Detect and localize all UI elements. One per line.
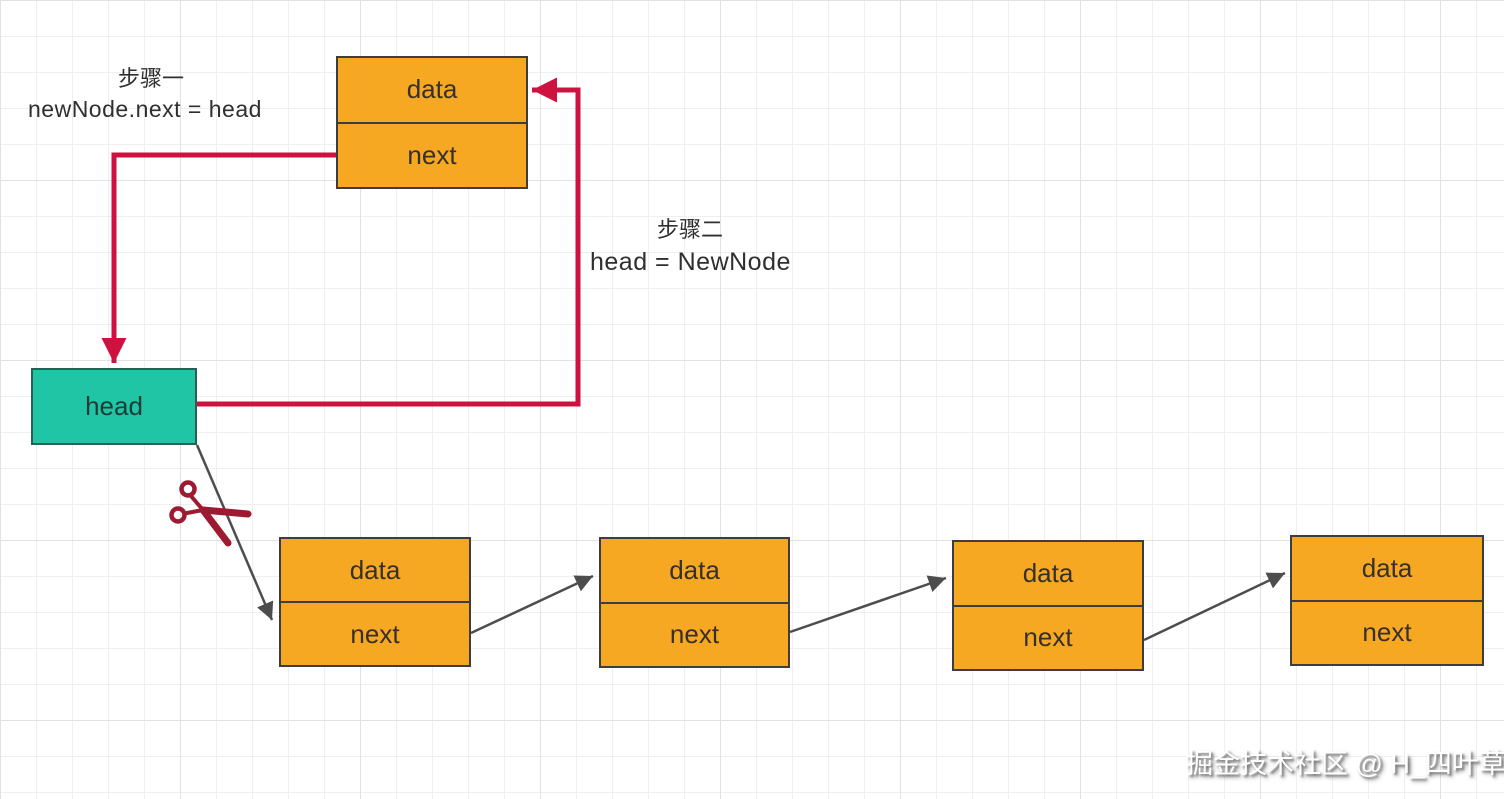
list-node-2-data-label: data: [669, 554, 720, 585]
new-node-box: data next: [336, 56, 528, 189]
list-node-2: data next: [599, 537, 790, 668]
list-node-3-next-cell: next: [954, 604, 1142, 670]
new-node-next-label: next: [407, 139, 457, 170]
new-node-data-cell: data: [338, 58, 526, 122]
link-node2-node3-arrow: [789, 575, 947, 634]
scissors-icon: [169, 480, 252, 547]
list-node-4-data-cell: data: [1292, 537, 1482, 600]
list-node-3: data next: [952, 540, 1144, 671]
step1-pointer-arrow: [101, 152, 336, 363]
head-box: head: [31, 368, 197, 445]
link-node3-node4-arrow: [1143, 571, 1286, 642]
list-node-3-data-label: data: [1022, 557, 1074, 588]
list-node-2-next-label: next: [669, 619, 720, 650]
list-node-1-next-cell: next: [281, 601, 469, 665]
link-node1-node2-arrow: [470, 574, 594, 635]
list-node-1: data next: [279, 537, 471, 667]
head-label: head: [85, 391, 143, 421]
list-node-4-data-label: data: [1361, 552, 1413, 583]
list-node-1-data-cell: data: [281, 539, 469, 601]
step2-code: head = NewNode: [590, 248, 791, 276]
list-node-3-data-cell: data: [954, 542, 1142, 605]
step1-title: 步骤一: [118, 66, 185, 91]
watermark-text: 掘金技术社区 @ H_四叶草: [1186, 749, 1504, 779]
list-node-2-next-cell: next: [601, 601, 788, 667]
step1-code: newNode.next = head: [28, 96, 262, 122]
list-node-3-next-label: next: [1023, 622, 1073, 653]
list-node-1-data-label: data: [349, 554, 401, 585]
step2-title: 步骤二: [657, 217, 724, 242]
new-node-data-label: data: [406, 74, 458, 105]
list-node-4-next-cell: next: [1292, 599, 1482, 665]
old-head-link-arrow: [195, 444, 274, 621]
list-node-4: data next: [1290, 535, 1484, 666]
list-node-4-next-label: next: [1362, 617, 1412, 648]
new-node-next-cell: next: [338, 121, 526, 188]
list-node-2-data-cell: data: [601, 539, 788, 602]
list-node-1-next-label: next: [350, 618, 400, 649]
